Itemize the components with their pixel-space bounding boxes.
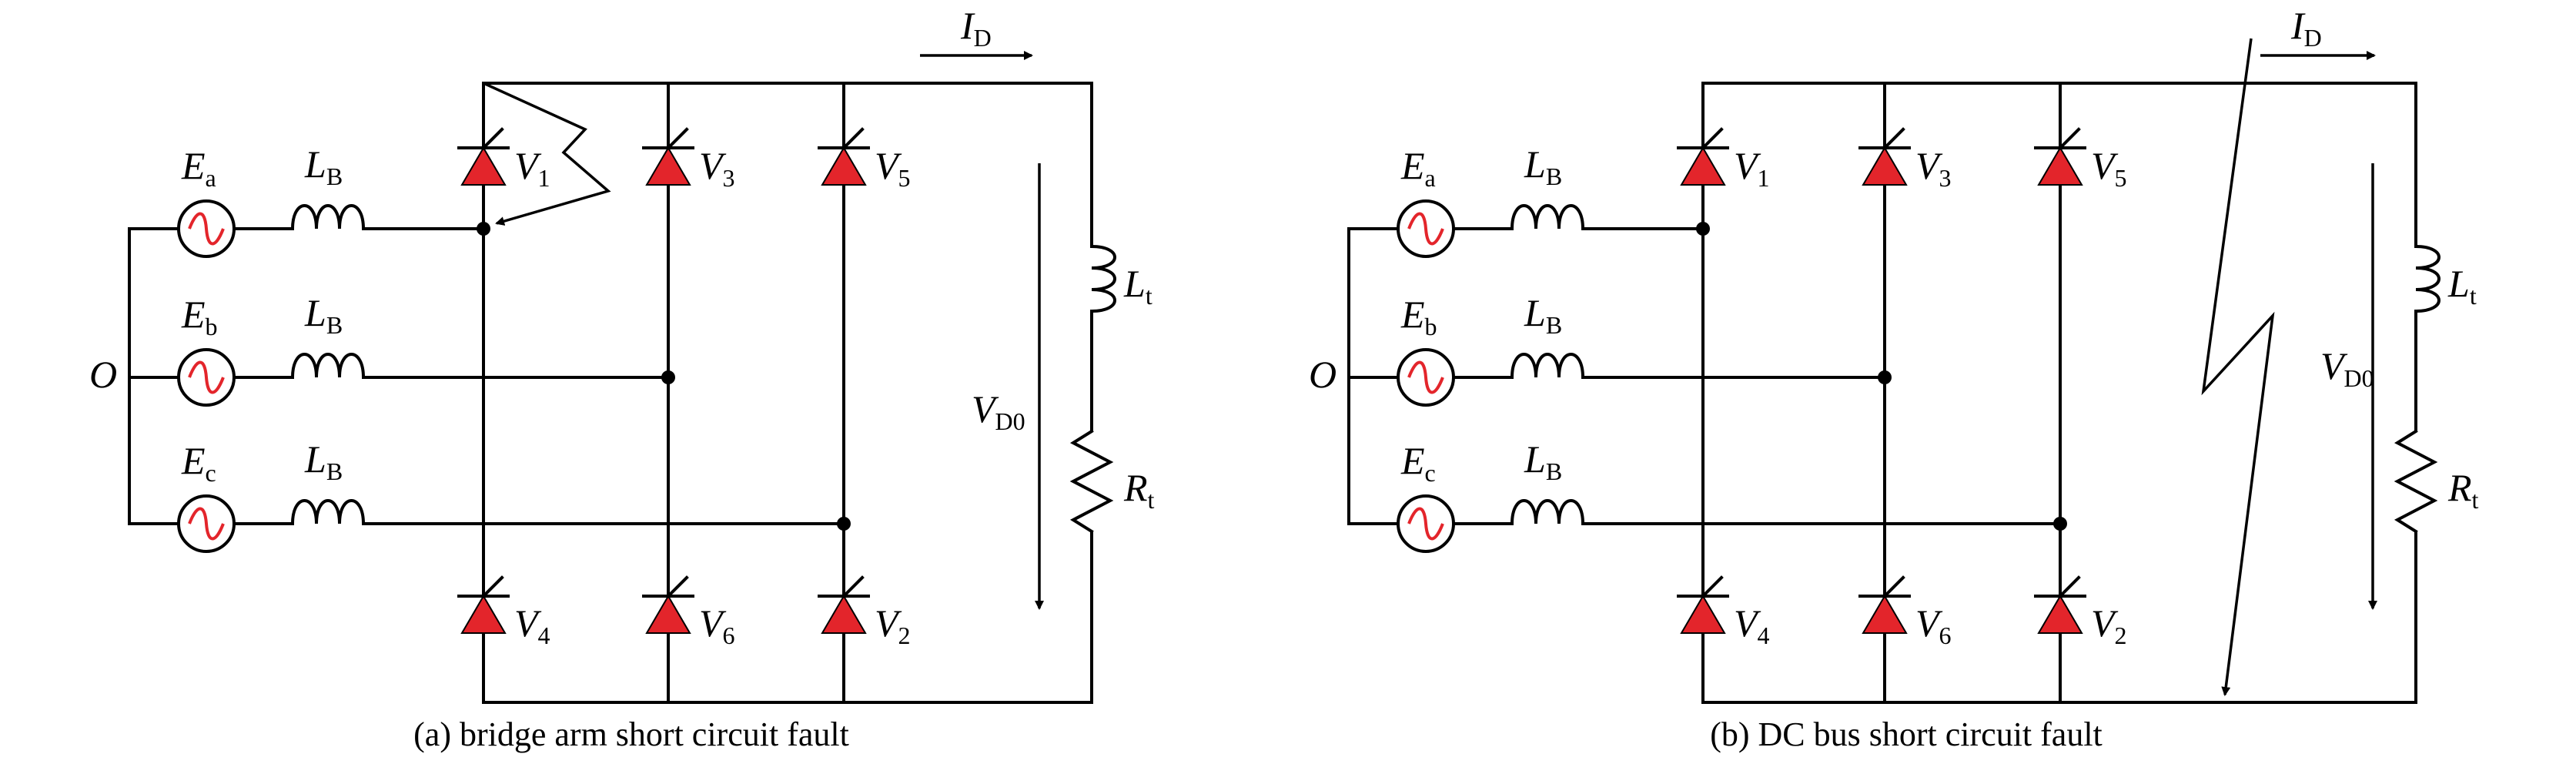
label-ea: Ea [1400, 144, 1436, 192]
label-eb: Eb [1400, 293, 1437, 340]
label-lb-c: LB [1524, 437, 1562, 485]
label-lb-c: LB [304, 437, 343, 485]
source-ea [1397, 199, 1455, 258]
inductor-lb-a [290, 204, 366, 231]
label-v1: V1 [1734, 144, 1770, 192]
circuit-b: Ea Eb Ec LB LB LB O V1 V3 V5 V4 V6 V2 ID… [1309, 4, 2479, 753]
source-eb [1397, 348, 1455, 407]
label-vd0: VD0 [2320, 344, 2374, 392]
caption-b: (b) DC bus short circuit fault [1710, 715, 2103, 753]
thyristor-v4 [457, 575, 510, 634]
label-v5: V5 [2091, 144, 2127, 192]
label-v1: V1 [514, 144, 550, 192]
label-id: ID [960, 4, 992, 52]
thyristor-v5 [818, 127, 870, 186]
label-lb-a: LB [304, 142, 343, 190]
thyristor-v2 [818, 575, 870, 634]
thyristor-v5 [2034, 127, 2086, 186]
fault-path-dc-bus [2201, 38, 2275, 696]
thyristor-v2 [2034, 575, 2086, 634]
label-lb-b: LB [1524, 291, 1562, 339]
load-inductor [1089, 244, 1116, 313]
label-lb-b: LB [304, 291, 343, 339]
caption-a: (a) bridge arm short circuit fault [413, 715, 849, 753]
source-ec [1397, 494, 1455, 553]
label-lt: Lt [1123, 262, 1153, 310]
label-rt: Rt [2447, 466, 2479, 514]
label-v5: V5 [875, 144, 911, 192]
label-neutral: O [89, 353, 117, 396]
source-ea [177, 199, 236, 258]
thyristor-v6 [1858, 575, 1911, 634]
label-id: ID [2290, 4, 2322, 52]
inductor-lb-c [290, 499, 366, 526]
label-v3: V3 [1915, 144, 1952, 192]
label-v2: V2 [875, 601, 911, 649]
label-ec: Ec [181, 439, 216, 487]
inductor-lb-a [1510, 204, 1585, 231]
label-v2: V2 [2091, 601, 2127, 649]
thyristor-v1 [457, 127, 510, 186]
inductor-lb-b [290, 353, 366, 380]
label-v3: V3 [699, 144, 735, 192]
label-eb: Eb [181, 293, 218, 340]
thyristor-v1 [1677, 127, 1729, 186]
junction-dot [1696, 222, 1710, 236]
label-ec: Ec [1400, 439, 1436, 487]
junction-dot [2053, 517, 2067, 531]
label-rt: Rt [1123, 466, 1155, 514]
source-ec [177, 494, 236, 553]
label-v4: V4 [514, 601, 550, 649]
label-v4: V4 [1734, 601, 1770, 649]
fault-path-arm [483, 82, 611, 226]
junction-dot [661, 370, 675, 384]
load-resistor [2394, 429, 2438, 534]
label-lt: Lt [2447, 262, 2477, 310]
load-inductor [2414, 244, 2441, 313]
label-vd0: VD0 [972, 387, 1025, 435]
label-lb-a: LB [1524, 142, 1562, 190]
junction-dot [837, 517, 851, 531]
junction-dot [477, 222, 490, 236]
junction-dot [1878, 370, 1892, 384]
inductor-lb-c [1510, 499, 1585, 526]
label-v6: V6 [1915, 601, 1952, 649]
inductor-lb-b [1510, 353, 1585, 380]
thyristor-v6 [642, 575, 694, 634]
circuit-a: Ea Eb Ec LB LB LB O V1 V3 V5 V4 V6 V2 ID… [89, 4, 1155, 753]
source-eb [177, 348, 236, 407]
thyristor-v4 [1677, 575, 1729, 634]
label-v6: V6 [699, 601, 735, 649]
thyristor-v3 [642, 127, 694, 186]
load-resistor [1069, 429, 1114, 534]
label-ea: Ea [181, 144, 216, 192]
label-neutral: O [1309, 353, 1337, 396]
thyristor-v3 [1858, 127, 1911, 186]
